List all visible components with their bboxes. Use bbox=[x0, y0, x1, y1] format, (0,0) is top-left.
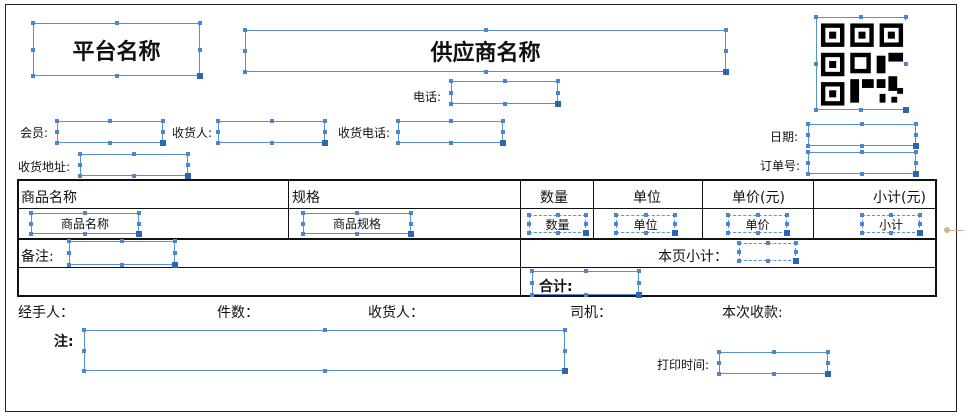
cell-product-name[interactable]: 商品名称 bbox=[29, 211, 142, 237]
remark-label: 备注: bbox=[21, 249, 54, 265]
payment-label: 本次收款: bbox=[722, 305, 783, 321]
member-field[interactable] bbox=[55, 119, 166, 146]
phone-field[interactable] bbox=[449, 79, 561, 107]
date-label: 日期: bbox=[770, 130, 799, 144]
receiver-field[interactable] bbox=[216, 119, 328, 146]
edge-guide bbox=[948, 230, 964, 231]
print-template-canvas bbox=[5, 4, 957, 412]
col-header-spec: 规格 bbox=[292, 190, 320, 206]
col-header-subtotal: 小计(元) bbox=[873, 190, 926, 206]
total-label: 合计: bbox=[539, 279, 573, 295]
page-subtotal-label: 本页小计： bbox=[658, 249, 728, 265]
receiver-phone-field[interactable] bbox=[396, 119, 506, 146]
cell-subtotal[interactable]: 小计 bbox=[860, 213, 923, 236]
platform-name-box[interactable]: 平台名称 bbox=[31, 21, 203, 79]
address-field[interactable] bbox=[78, 152, 191, 179]
remark-field[interactable] bbox=[67, 239, 178, 268]
address-label: 收货地址: bbox=[18, 160, 71, 174]
page-subtotal-field[interactable] bbox=[737, 241, 799, 264]
phone-label: 电话: bbox=[413, 90, 442, 104]
driver-label: 司机： bbox=[570, 305, 612, 321]
platform-name-text: 平台名称 bbox=[72, 39, 161, 65]
col-header-unit-price: 单价(元) bbox=[732, 190, 785, 206]
qr-code-box[interactable] bbox=[814, 15, 909, 113]
total-field[interactable]: 合计: bbox=[530, 269, 642, 298]
cell-quantity[interactable]: 数量 bbox=[527, 213, 589, 236]
date-field[interactable] bbox=[806, 122, 919, 149]
cell-spec[interactable]: 商品规格 bbox=[301, 211, 414, 237]
edge-guide-dot bbox=[944, 227, 950, 233]
col-header-unit: 单位 bbox=[633, 190, 661, 206]
handler-label: 经手人： bbox=[18, 305, 74, 321]
qr-code-icon bbox=[818, 20, 906, 109]
print-time-field[interactable] bbox=[717, 350, 831, 377]
supplier-name-text: 供应商名称 bbox=[430, 41, 541, 66]
pieces-label: 件数： bbox=[217, 305, 259, 321]
receiver-label: 收货人: bbox=[172, 126, 213, 140]
note-field[interactable] bbox=[82, 328, 568, 374]
member-label: 会员: bbox=[20, 126, 49, 140]
order-no-label: 订单号: bbox=[760, 159, 801, 173]
cell-unit[interactable]: 单位 bbox=[614, 213, 678, 236]
cell-unit-price[interactable]: 单价 bbox=[726, 213, 790, 236]
order-no-field[interactable] bbox=[806, 150, 919, 177]
receiver-phone-label: 收货电话: bbox=[338, 126, 391, 140]
footer-receiver-label: 收货人： bbox=[368, 305, 424, 321]
note-label: 注: bbox=[54, 334, 74, 350]
col-header-quantity: 数量 bbox=[540, 190, 568, 206]
print-time-label: 打印时间: bbox=[657, 358, 710, 372]
supplier-name-box[interactable]: 供应商名称 bbox=[243, 28, 729, 75]
col-header-product-name: 商品名称 bbox=[21, 190, 77, 206]
